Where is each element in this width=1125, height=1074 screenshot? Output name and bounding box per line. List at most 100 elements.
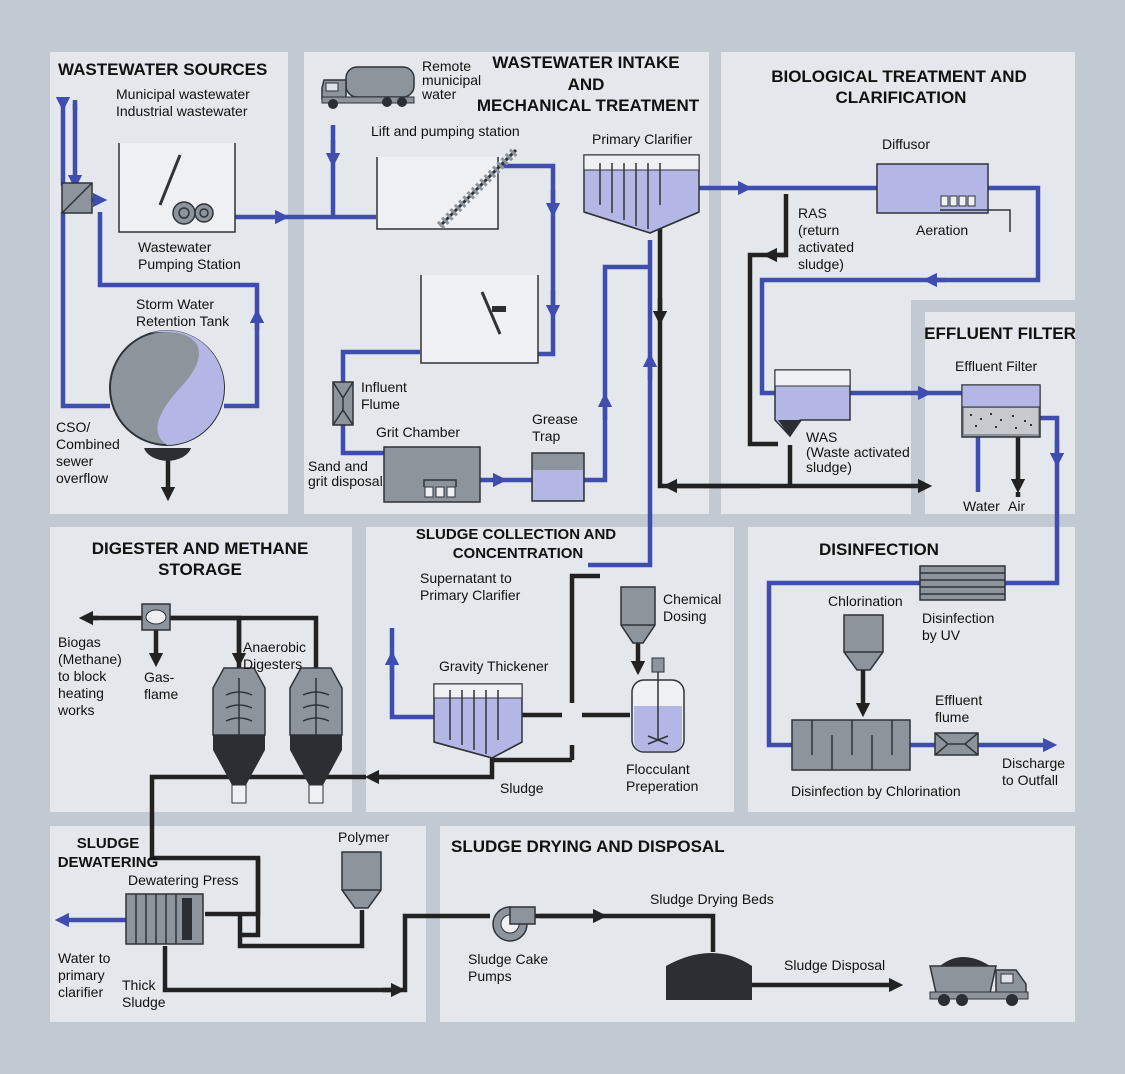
label-remote-3: water (421, 86, 457, 102)
chemical-dosing-hopper (620, 586, 656, 644)
polymer-hopper (341, 851, 382, 909)
label-was-1: WAS (806, 429, 837, 445)
label-supernatant-1: Supernatant to (420, 570, 512, 586)
label-sand-1: Sand and (308, 458, 368, 474)
label-influent-2: Flume (361, 396, 400, 412)
label-gravity-thickener: Gravity Thickener (439, 658, 549, 674)
title-biological-line-2: CLARIFICATION (836, 88, 967, 107)
label-was-3: sludge) (806, 459, 852, 475)
effluent-flume-unit (934, 732, 979, 756)
label-uv-2: by UV (922, 627, 961, 643)
label-lift: Lift and pumping station (371, 123, 520, 139)
label-chemical-2: Dosing (663, 608, 707, 624)
label-biogas-3: to block (58, 668, 107, 684)
label-anaerobic-2: Digesters (243, 656, 302, 672)
label-discharge-2: to Outfall (1002, 772, 1058, 788)
label-discharge-1: Discharge (1002, 755, 1065, 771)
label-flocculant-2: Preperation (626, 778, 698, 794)
title-sludge-collection-line-2: CONCENTRATION (453, 545, 584, 562)
label-flocculant-1: Flocculant (626, 761, 690, 777)
label-disposal: Sludge Disposal (784, 957, 885, 973)
title-drying: SLUDGE DRYING AND DISPOSAL (451, 837, 725, 856)
wastewater-pumping-station (118, 143, 236, 233)
anaerobic-digester-2 (289, 667, 343, 804)
label-ras-3: activated (798, 239, 854, 255)
title-dewatering-line-2: DEWATERING (58, 854, 159, 871)
title-intake-line-1: WASTEWATER INTAKE (492, 53, 679, 72)
label-ww-pump-2: Pumping Station (138, 256, 241, 272)
sludge-cake-pump (492, 906, 536, 942)
label-ras-2: (return (798, 222, 839, 238)
primary-clarifier (583, 154, 700, 234)
sludge-pipes (78, 194, 1026, 998)
lift-pumping-station (376, 146, 520, 230)
chlorination-contact-tank (791, 719, 911, 771)
label-biogas-1: Biogas (58, 634, 101, 650)
label-chemical-1: Chemical (663, 591, 721, 607)
label-water-primary-3: clarifier (58, 984, 103, 1000)
label-gasflame-2: flame (144, 686, 178, 702)
gravity-thickener (433, 683, 523, 759)
label-industrial-ww: Industrial wastewater (116, 103, 248, 119)
label-anaerobic-1: Anaerobic (243, 639, 306, 655)
label-grease-1: Grease (532, 411, 578, 427)
title-biological-line-1: BIOLOGICAL TREATMENT AND (771, 67, 1027, 86)
label-dis-chlor: Disinfection by Chlorination (791, 783, 961, 799)
title-effluent-filter: EFFLUENT FILTER (924, 324, 1076, 343)
title-sludge-collection-line-1: SLUDGE COLLECTION AND (416, 526, 616, 543)
title-intake-line-2: AND (568, 75, 605, 94)
label-chlorination: Chlorination (828, 593, 903, 609)
label-storm-1: Storm Water (136, 296, 214, 312)
aeration-tank (876, 163, 1011, 232)
label-supernatant-2: Primary Clarifier (420, 587, 521, 603)
anaerobic-digester-1 (212, 667, 266, 804)
label-cso-1: CSO/ (56, 419, 90, 435)
title-digester-line-1: DIGESTER AND METHANE (92, 539, 309, 558)
label-cso-2: Combined (56, 436, 120, 452)
secondary-clarifier (774, 369, 851, 438)
label-storm-2: Retention Tank (136, 313, 230, 329)
label-effluent-filter: Effluent Filter (955, 358, 1038, 374)
sludge-drying-bed (666, 953, 752, 1000)
label-dewatering-press: Dewatering Press (128, 872, 239, 888)
label-remote-2: municipal (422, 72, 481, 88)
label-gasflame-1: Gas- (144, 669, 175, 685)
water-pipes (54, 96, 1065, 928)
screen-box (61, 182, 93, 214)
label-effluent-flume-2: flume (935, 709, 969, 725)
label-cso-3: sewer (56, 453, 94, 469)
label-influent-1: Influent (361, 379, 407, 395)
label-ras-1: RAS (798, 205, 827, 221)
influent-flume (332, 381, 354, 426)
label-cake-2: Pumps (468, 968, 512, 984)
chlorination-hopper (843, 614, 884, 718)
label-aeration: Aeration (916, 222, 968, 238)
label-municipal-ww: Municipal wastewater (116, 86, 250, 102)
remote-tanker-truck (321, 66, 415, 109)
label-water: Water (963, 498, 1000, 514)
equipment-labels: Municipal wastewater Industrial wastewat… (56, 58, 1065, 1010)
label-biogas-5: works (57, 702, 95, 718)
label-cake-1: Sludge Cake (468, 951, 548, 967)
flocculant-tank (631, 657, 685, 753)
label-thick-2: Sludge (122, 994, 166, 1010)
screening-tank (420, 275, 539, 364)
label-sludge: Sludge (500, 780, 544, 796)
effluent-filter-unit (961, 384, 1041, 438)
label-grit: Grit Chamber (376, 424, 460, 440)
label-thick-1: Thick (122, 977, 156, 993)
label-water-primary-1: Water to (58, 950, 111, 966)
title-disinfection: DISINFECTION (819, 540, 939, 559)
disposal-dump-truck (929, 957, 1029, 1006)
title-wastewater-sources: WASTEWATER SOURCES (58, 60, 267, 79)
label-primary-clarifier: Primary Clarifier (592, 131, 693, 147)
section-titles: WASTEWATER SOURCES WASTEWATER INTAKE AND… (58, 53, 1076, 871)
storm-water-retention-tank (109, 330, 225, 461)
label-air: Air (1008, 498, 1025, 514)
label-biogas-4: heating (58, 685, 104, 701)
label-diffusor: Diffusor (882, 136, 930, 152)
label-polymer: Polymer (338, 829, 390, 845)
title-digester-line-2: STORAGE (158, 560, 242, 579)
label-ras-4: sludge) (798, 256, 844, 272)
